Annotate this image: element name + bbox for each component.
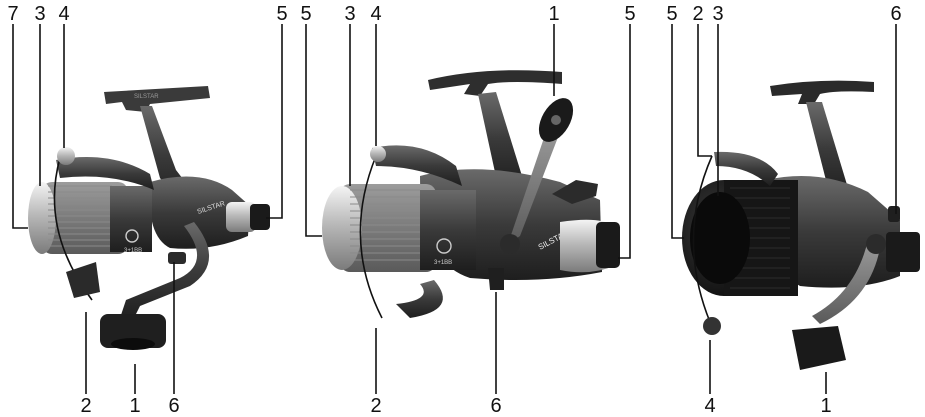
callout-right-top-4: 6 [890, 3, 901, 25]
center-reel: SILSTAR 3+1BB [322, 70, 620, 319]
callout-center-top-1: 5 [300, 3, 311, 25]
callout-left-bottom-3: 6 [168, 395, 179, 417]
callout-center-bottom-1: 2 [370, 395, 381, 417]
callout-right-top-3: 3 [712, 3, 723, 25]
callout-left-bottom-2: 1 [129, 395, 140, 417]
callout-left-top-4: 5 [276, 3, 287, 25]
callout-left-top-2: 3 [34, 3, 45, 25]
callout-left-bottom-1: 2 [80, 395, 91, 417]
callout-center-bottom-2: 6 [490, 395, 501, 417]
callout-labels: 7 3 4 5 2 1 6 5 3 4 1 5 2 6 5 2 3 6 4 1 [7, 3, 901, 417]
callout-right-top-2: 2 [692, 3, 703, 25]
callout-left-top-1: 7 [7, 3, 18, 25]
callout-center-top-4: 1 [548, 3, 559, 25]
callout-left-top-3: 4 [58, 3, 69, 25]
left-reel: SILSTAR SILSTAR 3+1BB [28, 86, 270, 350]
callout-right-bottom-1: 4 [704, 395, 715, 417]
leader-lines [12, 24, 897, 394]
left-spool-marking: 3+1BB [124, 248, 142, 254]
callout-center-top-2: 3 [344, 3, 355, 25]
callout-center-top-3: 4 [370, 3, 381, 25]
right-reel [682, 80, 920, 370]
callout-center-top-5: 5 [624, 3, 635, 25]
callout-right-bottom-2: 1 [820, 395, 831, 417]
center-spool-marking: 3+1BB [434, 260, 452, 266]
left-foot-marking: SILSTAR [134, 94, 159, 100]
callout-right-top-1: 5 [666, 3, 677, 25]
